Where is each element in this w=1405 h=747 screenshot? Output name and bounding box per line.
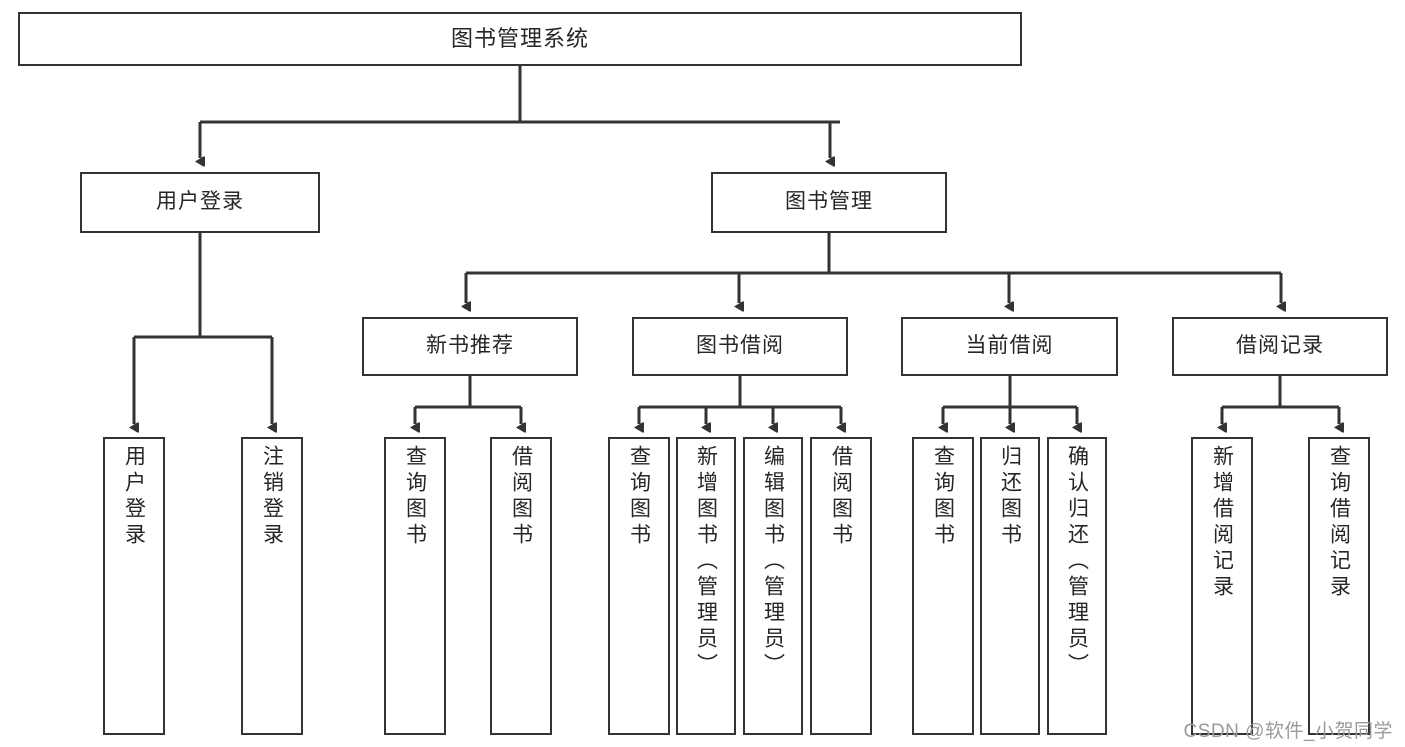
- node-leaf-confirm-return-label: 确认归还（管理员）: [1065, 445, 1089, 679]
- watermark: CSDN @软件_小贺同学: [1183, 721, 1393, 742]
- node-book-manage-label: 图书管理: [785, 190, 873, 214]
- node-new-book-recommend[interactable]: 新书推荐: [362, 317, 578, 376]
- node-leaf-add-book[interactable]: 新增图书（管理员）: [676, 437, 736, 735]
- node-leaf-query-book-2[interactable]: 查询图书: [608, 437, 670, 735]
- node-leaf-borrow-book-1-label: 借阅图书: [509, 445, 533, 549]
- node-leaf-borrow-book-1[interactable]: 借阅图书: [490, 437, 552, 735]
- node-book-manage[interactable]: 图书管理: [711, 172, 947, 233]
- node-leaf-borrow-book-2-label: 借阅图书: [829, 445, 853, 549]
- node-leaf-query-book-2-label: 查询图书: [627, 445, 651, 549]
- node-leaf-add-record[interactable]: 新增借阅记录: [1191, 437, 1253, 735]
- node-leaf-query-record[interactable]: 查询借阅记录: [1308, 437, 1370, 735]
- node-book-borrow[interactable]: 图书借阅: [632, 317, 848, 376]
- node-leaf-user-logout-label: 注销登录: [260, 445, 284, 549]
- node-user-login-label: 用户登录: [156, 190, 244, 214]
- node-book-borrow-label: 图书借阅: [696, 334, 784, 358]
- node-leaf-query-book-3[interactable]: 查询图书: [912, 437, 974, 735]
- node-leaf-edit-book-label: 编辑图书（管理员）: [761, 445, 785, 679]
- node-leaf-add-book-label: 新增图书（管理员）: [694, 445, 718, 679]
- node-leaf-add-record-label: 新增借阅记录: [1210, 445, 1234, 601]
- node-leaf-return-book[interactable]: 归还图书: [980, 437, 1040, 735]
- node-leaf-query-book-1-label: 查询图书: [403, 445, 427, 549]
- node-leaf-user-logout[interactable]: 注销登录: [241, 437, 303, 735]
- node-user-login[interactable]: 用户登录: [80, 172, 320, 233]
- node-leaf-user-login-label: 用户登录: [122, 445, 146, 549]
- node-current-borrow[interactable]: 当前借阅: [901, 317, 1118, 376]
- node-leaf-confirm-return[interactable]: 确认归还（管理员）: [1047, 437, 1107, 735]
- node-leaf-borrow-book-2[interactable]: 借阅图书: [810, 437, 872, 735]
- node-borrow-record-label: 借阅记录: [1236, 334, 1324, 358]
- node-root[interactable]: 图书管理系统: [18, 12, 1022, 66]
- node-leaf-query-book-3-label: 查询图书: [931, 445, 955, 549]
- node-leaf-query-book-1[interactable]: 查询图书: [384, 437, 446, 735]
- node-leaf-user-login[interactable]: 用户登录: [103, 437, 165, 735]
- node-leaf-return-book-label: 归还图书: [998, 445, 1022, 549]
- node-new-book-recommend-label: 新书推荐: [426, 334, 514, 358]
- node-leaf-query-record-label: 查询借阅记录: [1327, 445, 1351, 601]
- node-current-borrow-label: 当前借阅: [965, 334, 1054, 358]
- node-root-label: 图书管理系统: [450, 26, 589, 52]
- node-borrow-record[interactable]: 借阅记录: [1172, 317, 1388, 376]
- node-leaf-edit-book[interactable]: 编辑图书（管理员）: [743, 437, 803, 735]
